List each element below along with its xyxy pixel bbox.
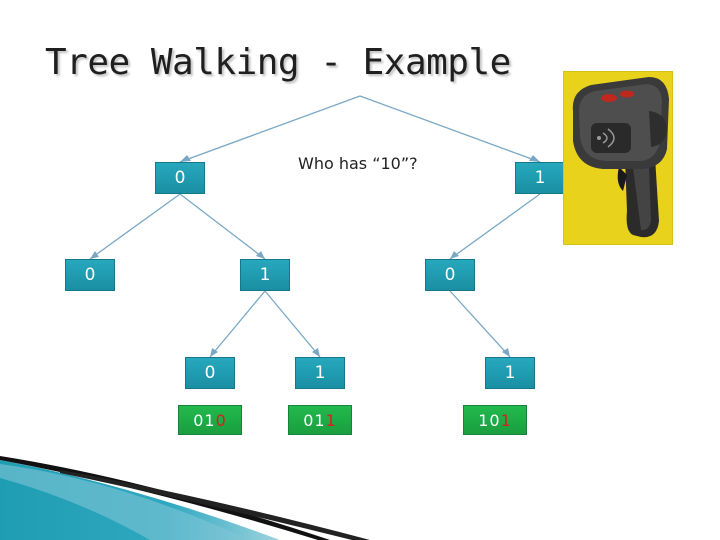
query-suffix: ”?	[400, 154, 418, 173]
arrow-10-to-101	[502, 348, 510, 357]
arrow-0-to-01	[256, 251, 265, 259]
tag-id-last-digit: 1	[325, 410, 337, 430]
edge-01-to-011	[264, 290, 321, 358]
arrow-root-right	[529, 155, 540, 162]
edge-0-to-00	[89, 193, 181, 260]
tree-node-10: 0	[425, 259, 475, 291]
barcode-scanner-icon	[563, 71, 673, 245]
tag-id-prefix: 01	[303, 410, 326, 430]
edge-1-to-10	[449, 193, 541, 260]
tree-node-1: 1	[515, 162, 565, 194]
tag-id-prefix: 10	[478, 410, 501, 430]
arrow-0-to-00	[90, 251, 99, 259]
edge-01-to-010	[209, 290, 266, 358]
edge-root-left	[179, 95, 361, 163]
decorative-swoosh	[0, 456, 370, 540]
arrow-1-to-10	[450, 251, 459, 259]
arrow-root-left	[180, 155, 191, 162]
tag-id-last-digit: 1	[500, 410, 512, 430]
tag-id-prefix: 01	[193, 410, 216, 430]
edge-0-to-01	[179, 193, 266, 260]
tree-node-011: 1	[295, 357, 345, 389]
query-value: 10	[380, 154, 401, 173]
query-prefix: Who has “	[298, 154, 381, 173]
arrow-01-to-011	[312, 348, 320, 357]
edge-root-right	[359, 95, 541, 163]
query-text: Who has “10”?	[298, 154, 418, 173]
tree-node-010: 0	[185, 357, 235, 389]
edge-10-to-101	[449, 290, 511, 358]
tag-id-last-digit: 0	[215, 410, 227, 430]
slide-title: Tree Walking - Example	[45, 42, 511, 83]
tree-node-101: 1	[485, 357, 535, 389]
tree-node-00: 0	[65, 259, 115, 291]
arrow-01-to-010	[210, 348, 218, 357]
tree-node-01: 1	[240, 259, 290, 291]
tree-node-0: 0	[155, 162, 205, 194]
